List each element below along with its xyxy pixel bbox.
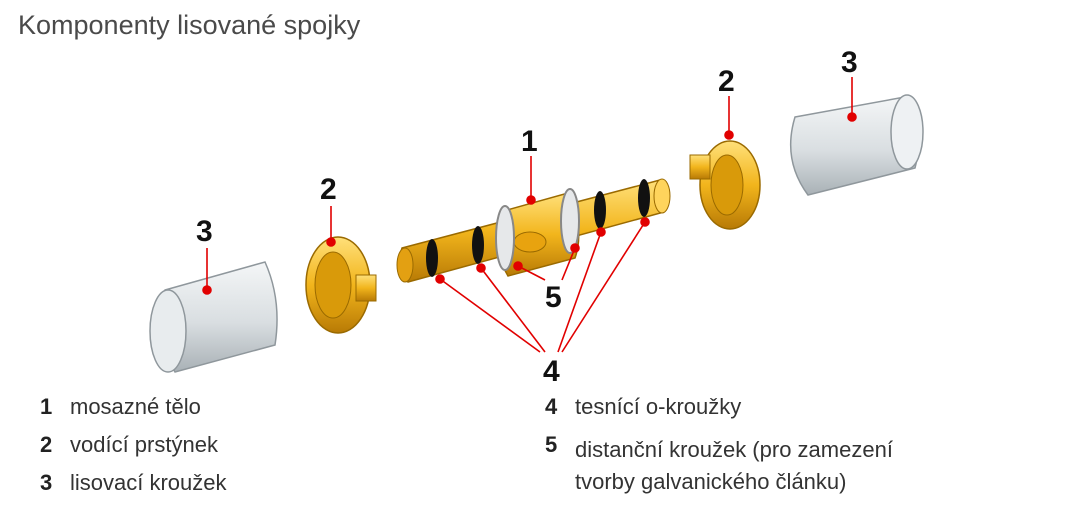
- legend-text: tesnící o-kroužky: [575, 394, 742, 419]
- callout-4: 4: [543, 355, 560, 388]
- o-rings: [426, 179, 650, 277]
- legend-item: 2 vodící prstýnek: [40, 434, 460, 456]
- guide-ring-right: [689, 140, 761, 230]
- callout-2-left: 2: [320, 173, 337, 206]
- legend-text: mosazné tělo: [70, 394, 201, 419]
- legend-text: distanční kroužek (pro zamezení tvorby g…: [575, 437, 893, 494]
- press-sleeve-left: [149, 261, 278, 373]
- legend-item: 3 lisovací kroužek: [40, 472, 460, 494]
- callout-3-right: 3: [841, 46, 858, 79]
- legend-text: lisovací kroužek: [70, 470, 227, 495]
- press-sleeve-right: [789, 94, 924, 196]
- legend-item: 4 tesnící o-kroužky: [545, 396, 965, 418]
- callout-2-right: 2: [718, 65, 735, 98]
- legend-number: 1: [40, 394, 53, 419]
- legend-text: vodící prstýnek: [70, 432, 218, 457]
- legend-number: 3: [40, 470, 53, 495]
- legend-item: 1 mosazné tělo: [40, 396, 460, 418]
- callout-lines: [202, 77, 857, 353]
- callout-3-left: 3: [196, 215, 213, 248]
- callout-1: 1: [521, 125, 538, 158]
- diagram-title: Komponenty lisované spojky: [18, 10, 361, 40]
- brass-body: [396, 178, 671, 283]
- spacer-ring: [495, 188, 580, 271]
- callout-5: 5: [545, 281, 562, 314]
- legend-item: 5 distanční kroužek (pro zamezení tvorby…: [545, 434, 965, 498]
- legend-left: 1 mosazné tělo 2 vodící prstýnek 3 lisov…: [40, 396, 460, 510]
- legend-number: 4: [545, 394, 558, 419]
- legend-right: 4 tesnící o-kroužky 5 distanční kroužek …: [545, 396, 965, 514]
- legend-number: 2: [40, 432, 53, 457]
- guide-ring-left: [305, 236, 377, 334]
- legend-number: 5: [545, 432, 558, 457]
